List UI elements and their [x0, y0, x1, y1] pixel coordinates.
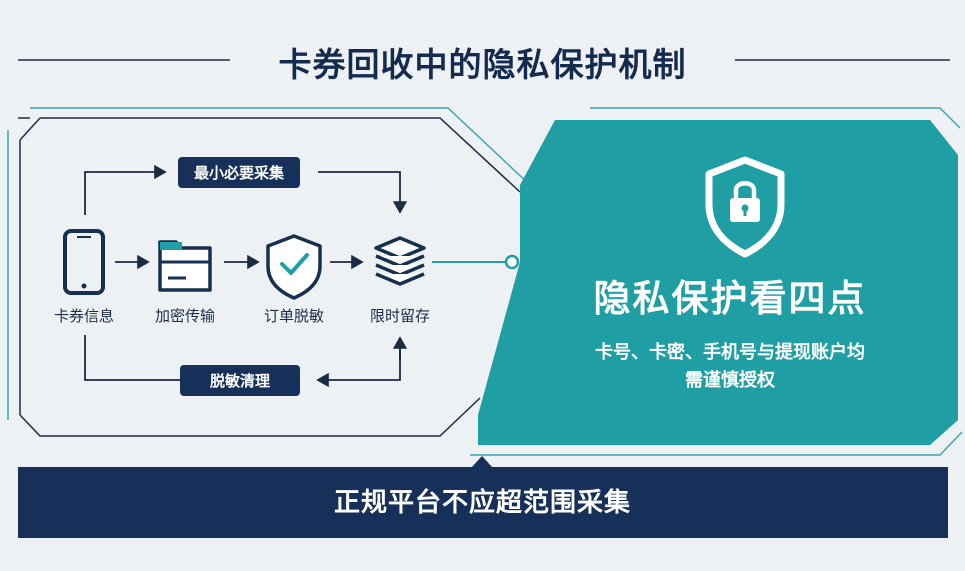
- step-label-order-desensitize: 订单脱敏: [263, 307, 324, 325]
- flow-top-line-right: [318, 171, 408, 214]
- privacy-panel-outline: [590, 107, 961, 129]
- panel-title: 隐私保护看四点: [593, 277, 867, 320]
- step-label-encrypted-transfer: 加密传输: [154, 307, 215, 325]
- tag-minimal-collection: 最小必要采集: [178, 157, 300, 188]
- phone-icon: [63, 229, 105, 295]
- panel-description-line-2: 需谨慎授权: [685, 370, 775, 391]
- left-frame-accent: [7, 107, 531, 420]
- flow-top-line: [84, 164, 167, 215]
- panel-description-line-1: 卡号、卡密、手机号与提现账户均: [595, 342, 865, 363]
- shield-lock-icon: [705, 156, 785, 258]
- page-title: 卡券回收中的隐私保护机制: [278, 45, 687, 84]
- card-folder-icon: [158, 240, 212, 292]
- step-label-limited-retention: 限时留存: [369, 307, 430, 325]
- step-label-card-info: 卡券信息: [53, 307, 114, 325]
- privacy-panel-outline-bottom: [470, 431, 963, 456]
- tag-desensitize-clean: 脱敏清理: [180, 365, 300, 396]
- shield-check-icon: [266, 234, 322, 300]
- panel-connector-node: [504, 254, 520, 270]
- footer-band: [18, 456, 948, 538]
- layers-stack-icon: [374, 236, 426, 286]
- left-frame: [18, 117, 521, 437]
- flow-bottom-line: [84, 335, 180, 381]
- flow-bottom-line-right: [316, 340, 401, 388]
- footer-text: 正规平台不应超范围采集: [333, 488, 631, 518]
- privacy-panel-bg: [478, 120, 958, 445]
